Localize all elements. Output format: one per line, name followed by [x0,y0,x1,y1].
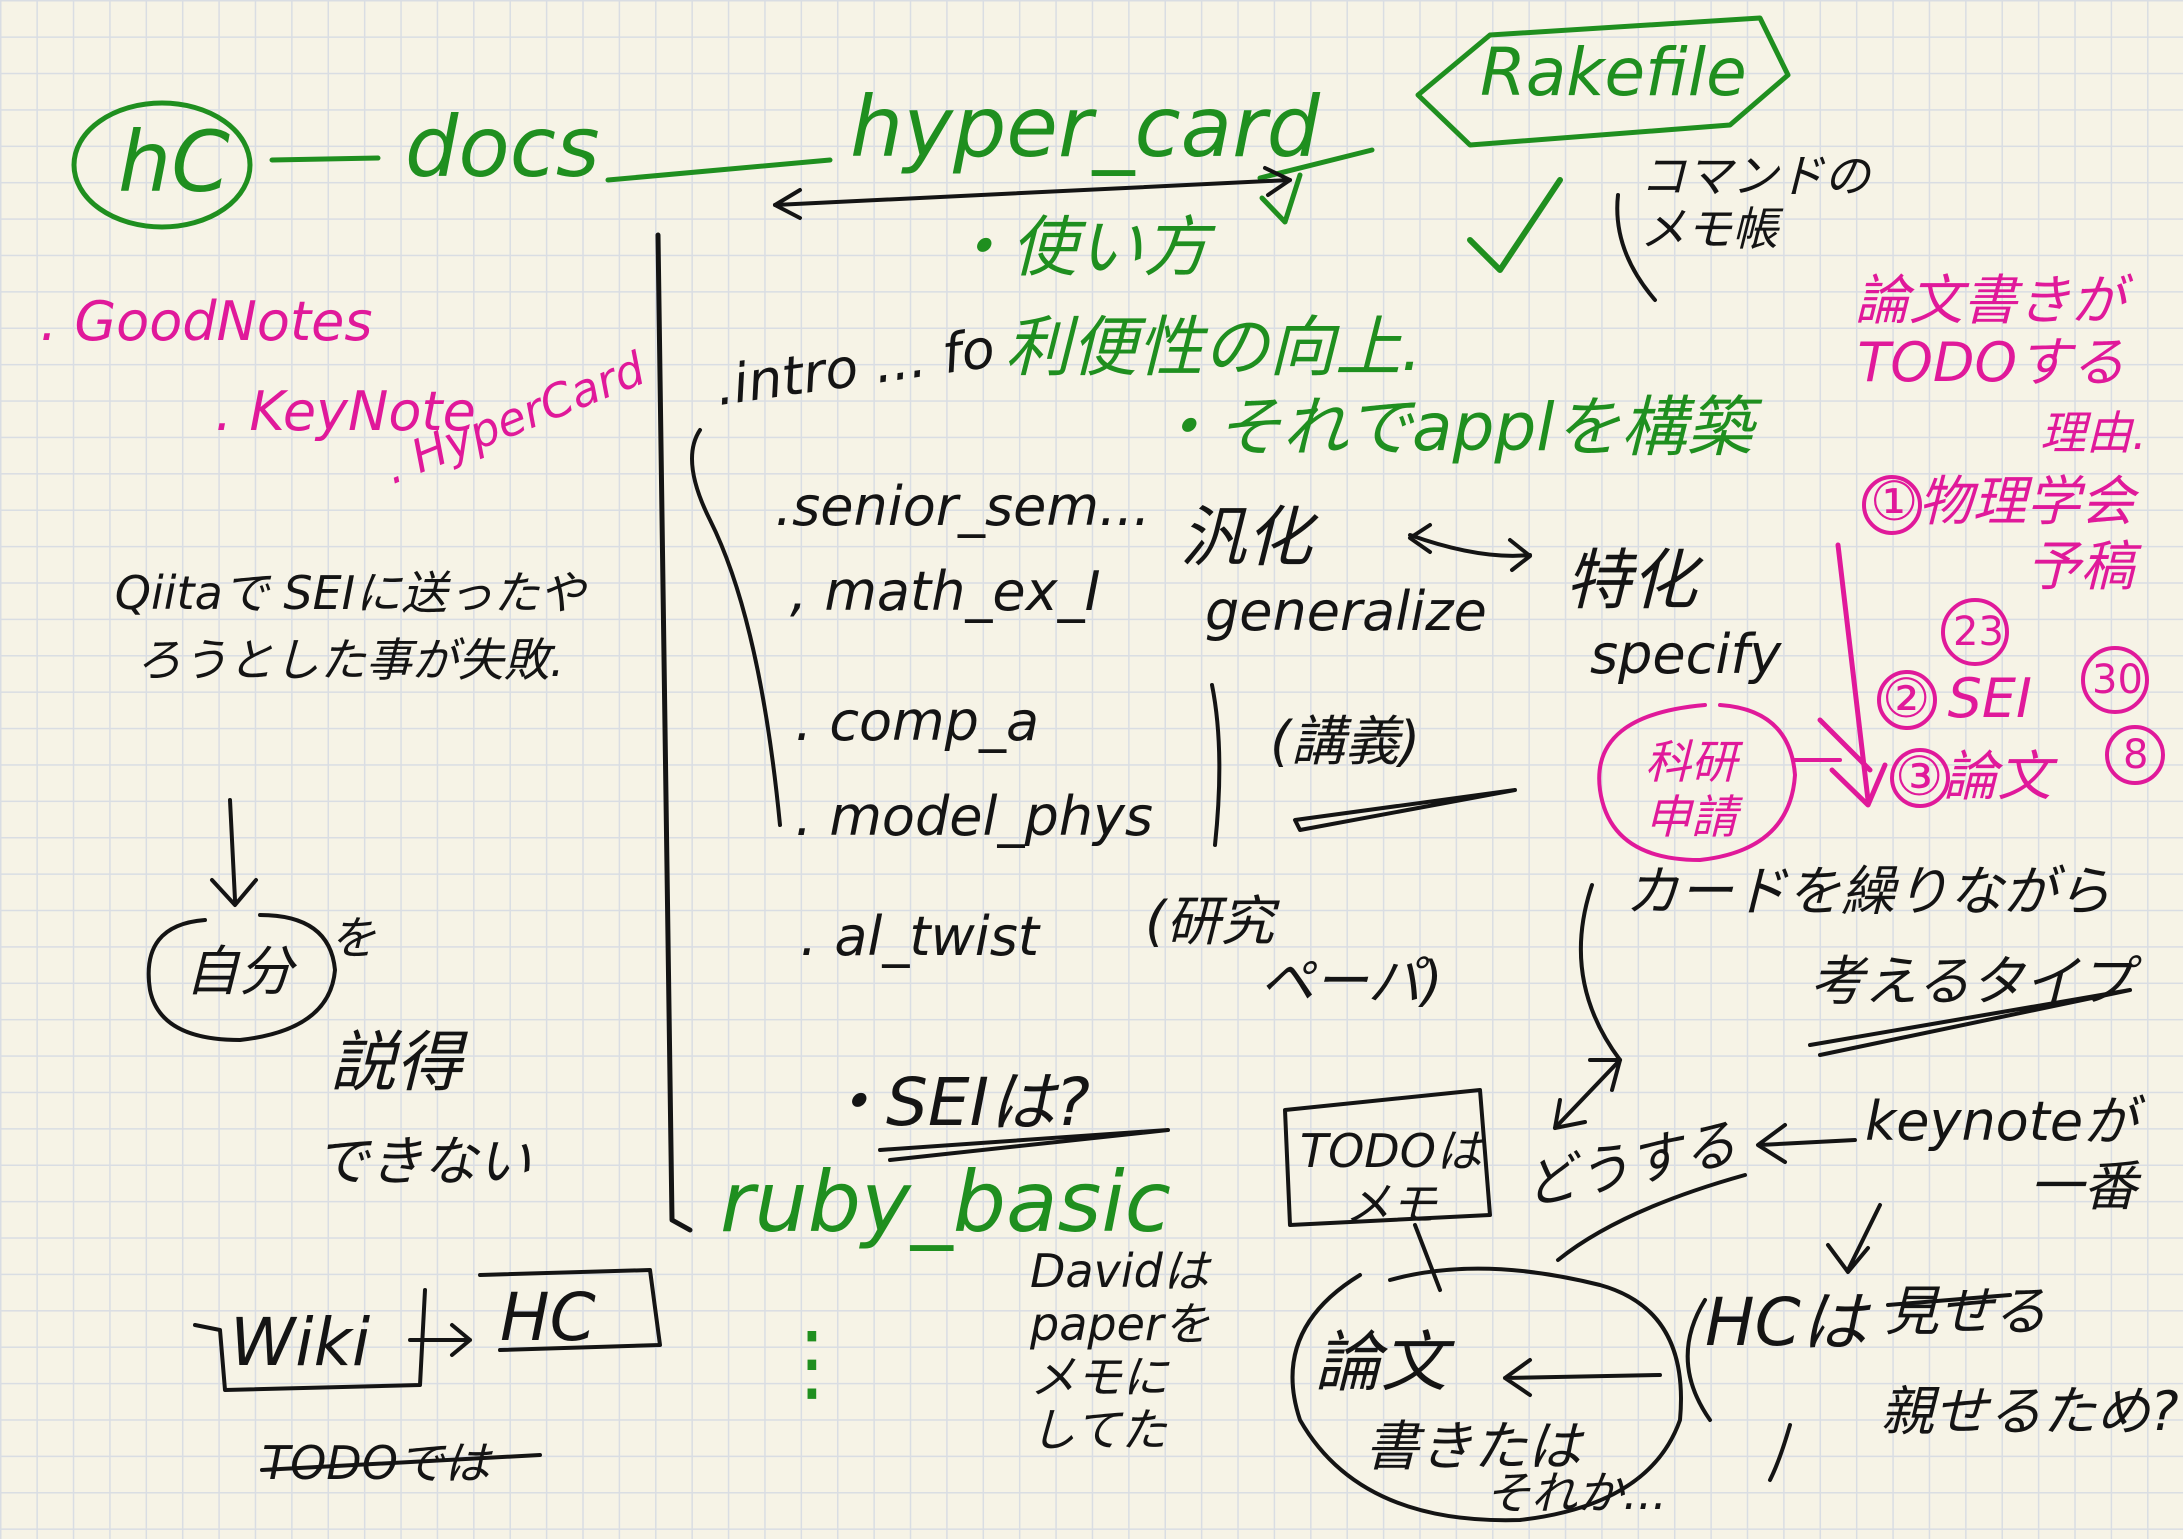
think-type-label: 考えるタイプ [1810,950,2133,1013]
list-item: , math_ex_I [790,560,1101,623]
generalize-arrow-head-r [1508,538,1532,572]
keynote-arrow [1756,1123,1857,1164]
kougi-underline [1293,788,1517,832]
generalize-label: generalize [1205,580,1487,643]
num23-label: 23 [1953,609,2004,655]
hypercard-arrow-head-left [773,188,802,220]
todo-link [1413,1223,1442,1292]
list-item: . model_phys [795,785,1154,848]
todo-memo-label: TODOは メモ [1300,1124,1482,1231]
rakefile-label: Rakefile [1480,34,1747,111]
build-app-label: ・それでapplを構築 [1150,389,1753,466]
todo-struck-label: TODOでは [262,1436,490,1490]
paper-label: ペーパ) [1260,950,1443,1013]
hc-box-label: HC [500,1279,596,1356]
list-item: ・SEIは? [820,1064,1091,1141]
persuade-label: 説得 [330,1024,462,1101]
diag-head-top [1588,1058,1622,1092]
list-item: .intro ... fo [711,316,999,418]
what-to-do-label: どうする [1517,1111,1743,1218]
hypercard-arrow-end [1259,172,1303,225]
dash-docs-hypercard [605,157,833,183]
wiki-hc-arrow [408,1323,472,1357]
hc-bracket-right [1768,1423,1792,1482]
thesis-todo-label: 論文書きが TODOする [1855,269,2125,395]
hc-show-struck-label: 見せる [1885,1280,2047,1343]
sorekana-label: それか... [1485,1466,1667,1520]
pink-arrow-long-head [1829,762,1888,808]
list-item: .senior_sem... [775,475,1151,538]
usage-label: ・使い方 [945,209,1209,286]
card-type-label: カードを繰りながら [1625,860,2111,923]
keynote-best-label: keynoteが 一番 [1865,1090,2138,1218]
reason-2-label: ② SEI [1882,667,2032,730]
list-dots: ⋮ [770,1313,854,1411]
tokka-label: 特化 [1565,542,1697,619]
cannot-label: できない [315,1130,531,1193]
hypercard-arrow [773,178,1292,207]
hyper-card-label: hyper_card [850,78,1320,176]
self-label: 自分 [185,940,293,1003]
reason-3-label: ③論文 [1895,745,2052,808]
arrow-down-head [210,878,258,907]
list-brace [690,428,782,827]
card-type-bar [1578,883,1622,1062]
dash-hc-docs [269,155,381,163]
diag-head-bottom [1553,1098,1587,1130]
pink-arrow-long [1835,542,1871,803]
num30-label: 30 [2092,657,2143,703]
arrow-down-to-self [228,798,237,902]
wo-label: を [330,911,376,965]
docs-label: docs [405,98,600,196]
rakefile-check [1467,177,1563,273]
app-keynote: . KeyNote [215,380,476,443]
thesis-arrow [1503,1358,1662,1397]
generalize-arrow [1408,533,1532,558]
hanka-label: 汎化 [1180,499,1312,576]
app-goodnotes: . GoodNotes [40,290,373,353]
reason-label: 理由. [2040,406,2147,460]
convenience-label: 利便性の向上. [1005,309,1422,386]
list-item: . al_twist [800,905,1040,968]
thesis-label: 論文 [1315,1324,1447,1401]
hc-label: hC [118,113,230,211]
ruby-basic-label: ruby_basic [720,1153,1171,1251]
command-memo-label: コマンドの メモ帳 [1640,149,1870,256]
wrote-label: 書きたは [1365,1415,1581,1478]
kaken-label: 科研 申請 [1645,735,1737,845]
qiita-note: Qiitaで SEIに送ったやろうとした事が失敗. [114,566,586,687]
kougi-label: (講義) [1270,710,1421,773]
hc-show-label: HCは [1705,1284,1867,1361]
wiki-label: Wiki [230,1304,371,1381]
kenkyu-label: (研究 [1145,890,1275,953]
comp-brace [1210,683,1222,847]
generalize-arrow-head-l [1408,523,1432,554]
main-divider-line [655,232,693,1233]
david-label: Davidは paperを メモに してた [1030,1244,1210,1457]
list-item: . comp_a [795,690,1040,753]
diag-double-arrow [1553,1058,1622,1130]
pink-arrow-to-3 [1817,717,1873,773]
hc-parents-label: 親せるため? [1880,1380,2179,1443]
num8-label: 8 [2123,732,2149,778]
reason-1-label: ①物理学会 予稿 [1870,470,2135,598]
specify-label: specify [1590,623,1782,686]
